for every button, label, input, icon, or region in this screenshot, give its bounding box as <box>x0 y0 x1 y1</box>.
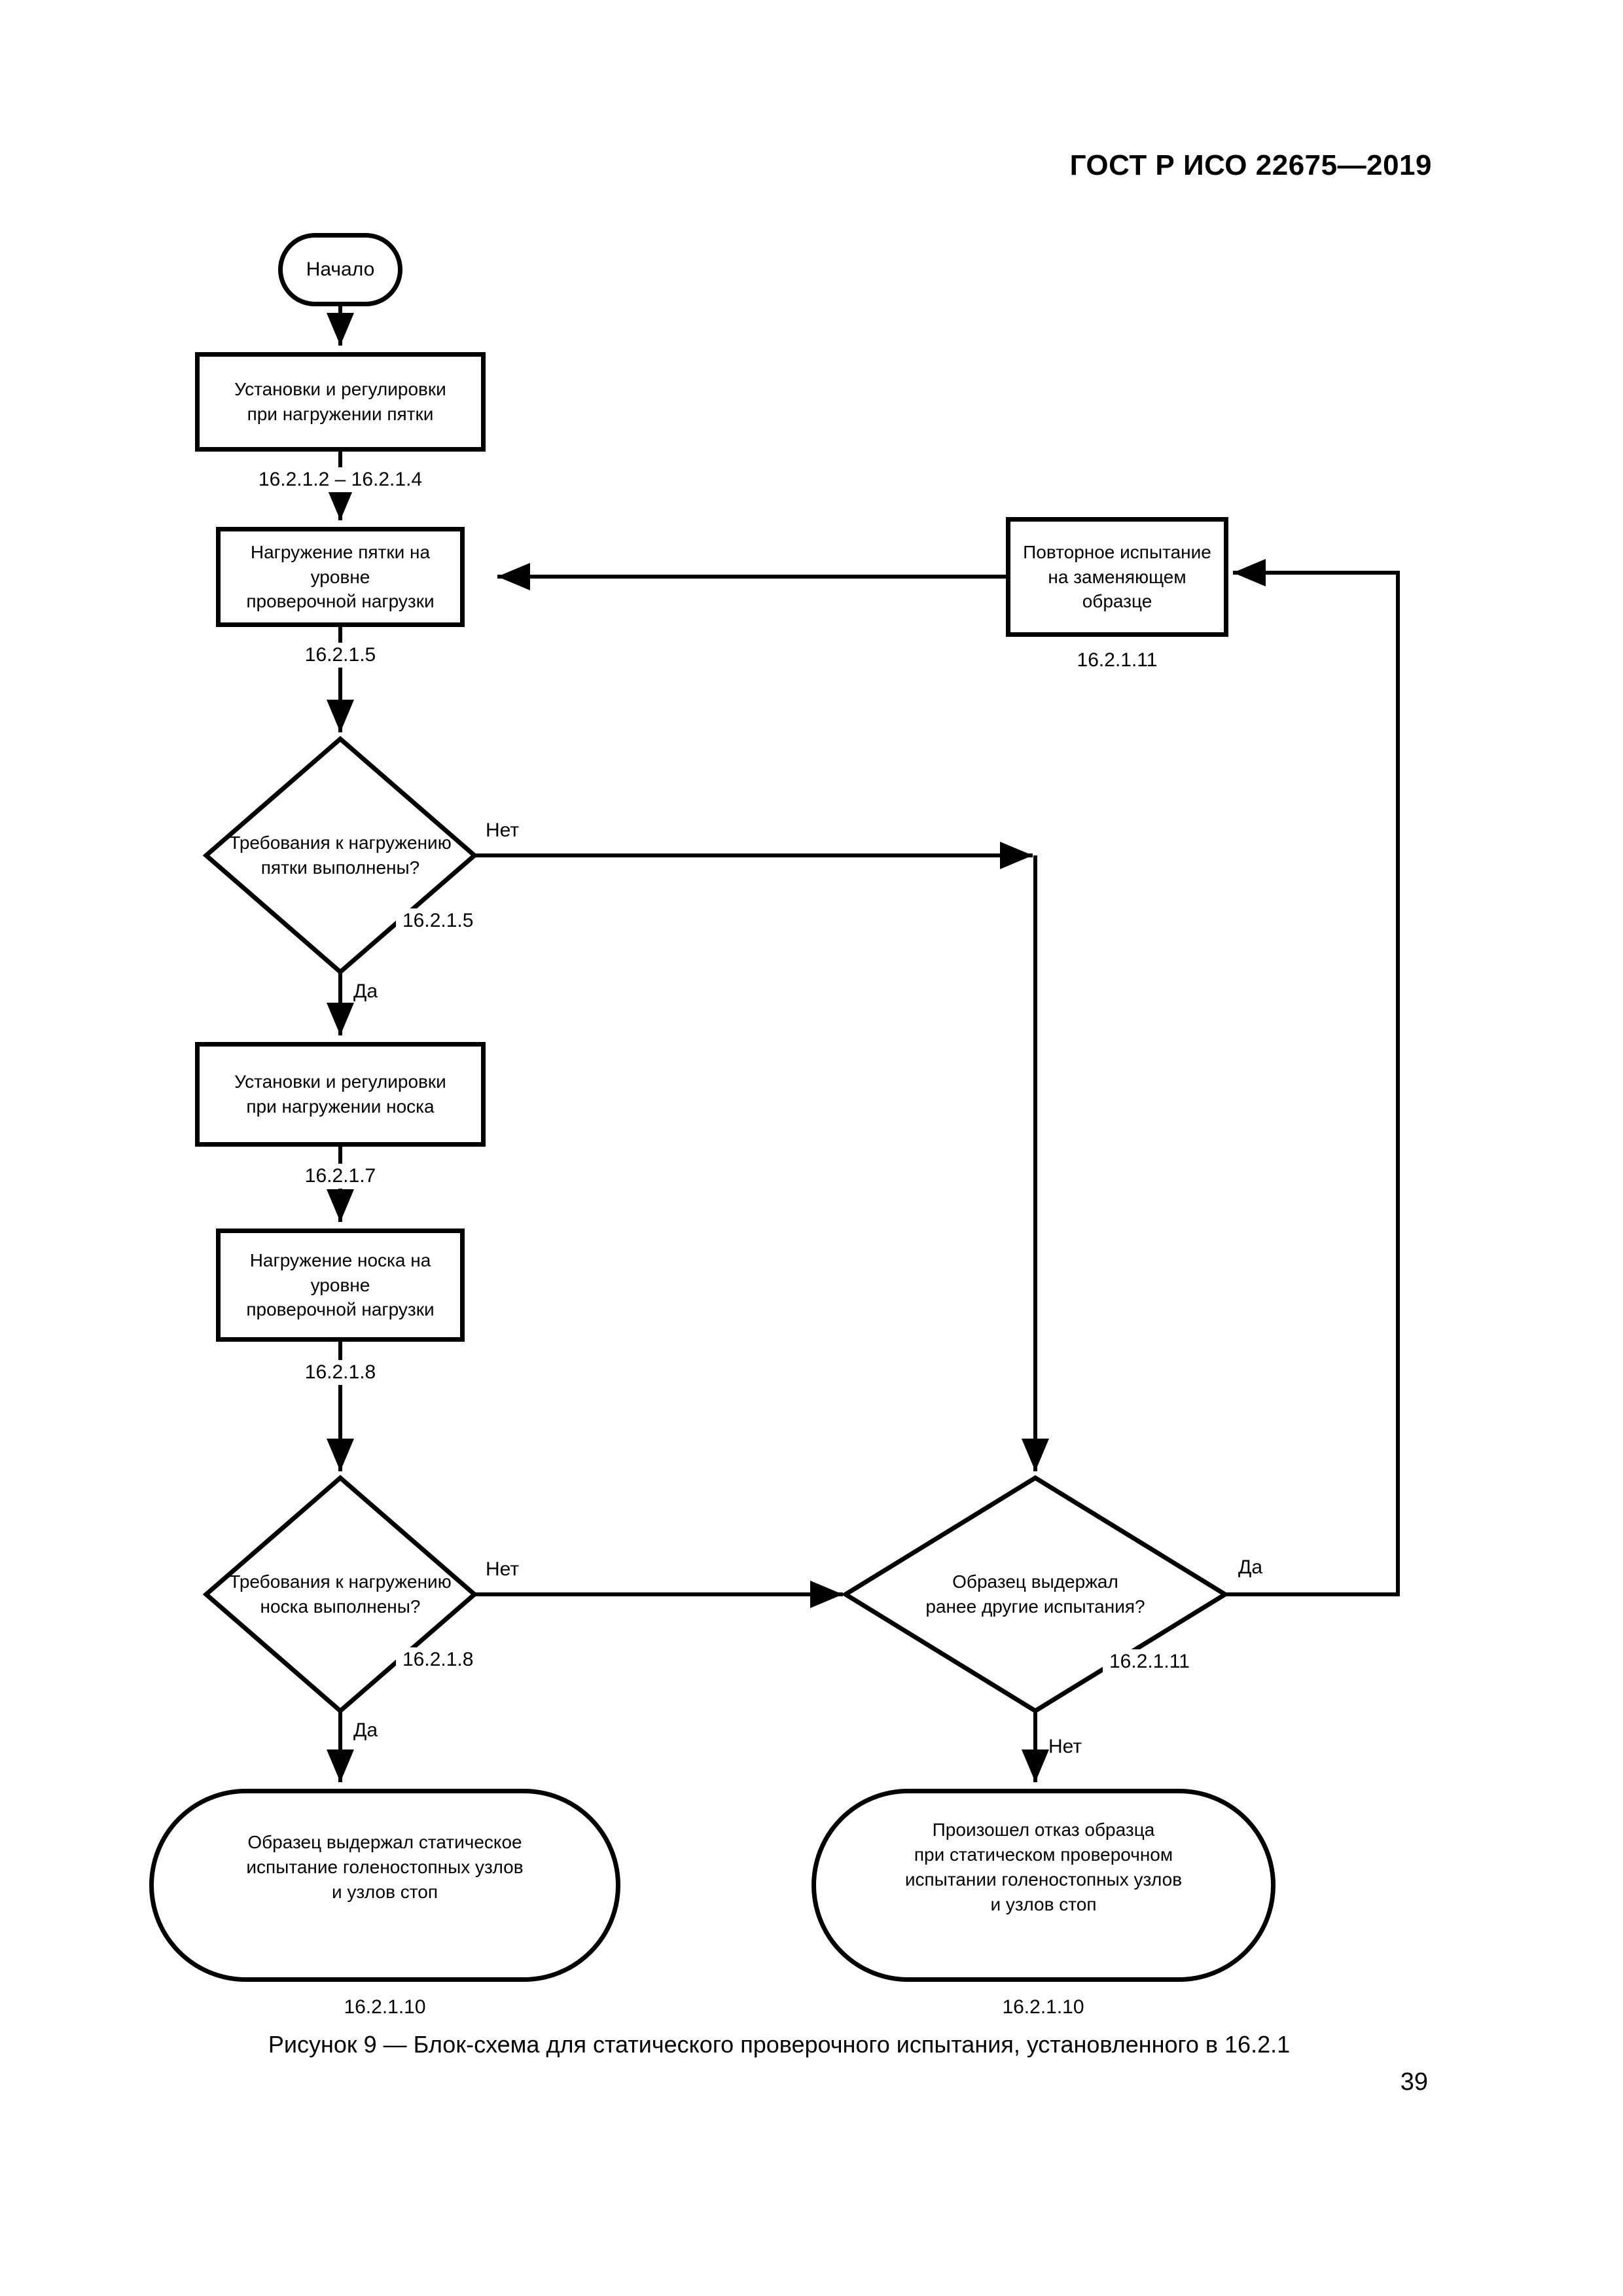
process-load-heel: Нагружение пятки на уровне проверочной н… <box>216 527 465 627</box>
process-load-toe-label: Нагружение носка на уровне проверочной н… <box>246 1249 435 1320</box>
diamond-toe-yes-label: Да <box>353 1719 378 1741</box>
ref-diamond-prior: 16.2.1.11 <box>1103 1649 1196 1674</box>
diamond-prior-no-label: Нет <box>1048 1736 1082 1757</box>
arrow-diamond-prior-yes-loop <box>1225 559 1400 1596</box>
ref-diamond-heel: 16.2.1.5 <box>396 908 480 933</box>
ref-pass: 16.2.1.10 <box>337 1995 433 2020</box>
process-retest-label: Повторное испытание на заменяющем образц… <box>1023 541 1211 612</box>
ref-setup-toe: 16.2.1.7 <box>298 1164 383 1189</box>
process-setup-toe: Установки и регулировки при нагружении н… <box>195 1042 486 1147</box>
diamond-prior-tests <box>841 1475 1230 1714</box>
process-setup-heel: Установки и регулировки при нагружении п… <box>195 352 486 452</box>
diamond-prior-yes-label: Да <box>1238 1556 1263 1578</box>
start-terminator: Начало <box>278 233 402 306</box>
ref-retest: 16.2.1.11 <box>1070 648 1164 673</box>
ref-setup-heel: 16.2.1.2 – 16.2.1.4 <box>251 467 429 492</box>
terminator-fail: Произошел отказ образца при статическом … <box>812 1789 1275 1982</box>
diamond-heel-no-label: Нет <box>486 819 520 841</box>
diamond-heel-yes-label: Да <box>353 980 378 1002</box>
start-label: Начало <box>306 258 375 280</box>
figure-caption: Рисунок 9 — Блок-схема для статического … <box>268 2031 1291 2058</box>
page-number: 39 <box>1400 2068 1428 2096</box>
diamond-toe-no-label: Нет <box>486 1558 520 1580</box>
process-retest: Повторное испытание на заменяющем образц… <box>1006 517 1228 637</box>
diamond-heel-requirements <box>202 736 478 975</box>
page-header: ГОСТ Р ИСО 22675—2019 <box>1069 149 1432 181</box>
ref-load-heel: 16.2.1.5 <box>298 643 383 668</box>
ref-load-toe: 16.2.1.8 <box>298 1360 383 1385</box>
terminator-pass: Образец выдержал статическое испытание г… <box>149 1789 620 1982</box>
process-load-heel-label: Нагружение пятки на уровне проверочной н… <box>246 541 435 612</box>
diamond-toe-requirements <box>202 1475 478 1714</box>
ref-fail: 16.2.1.10 <box>995 1995 1091 2020</box>
terminator-pass-label: Образец выдержал статическое испытание г… <box>246 1832 524 1902</box>
process-setup-toe-label: Установки и регулировки при нагружении н… <box>234 1071 446 1117</box>
terminator-fail-label: Произошел отказ образца при статическом … <box>904 1820 1183 1914</box>
process-setup-heel-label: Установки и регулировки при нагружении п… <box>234 379 446 424</box>
ref-diamond-toe: 16.2.1.8 <box>396 1647 480 1672</box>
process-load-toe: Нагружение носка на уровне проверочной н… <box>216 1229 465 1342</box>
